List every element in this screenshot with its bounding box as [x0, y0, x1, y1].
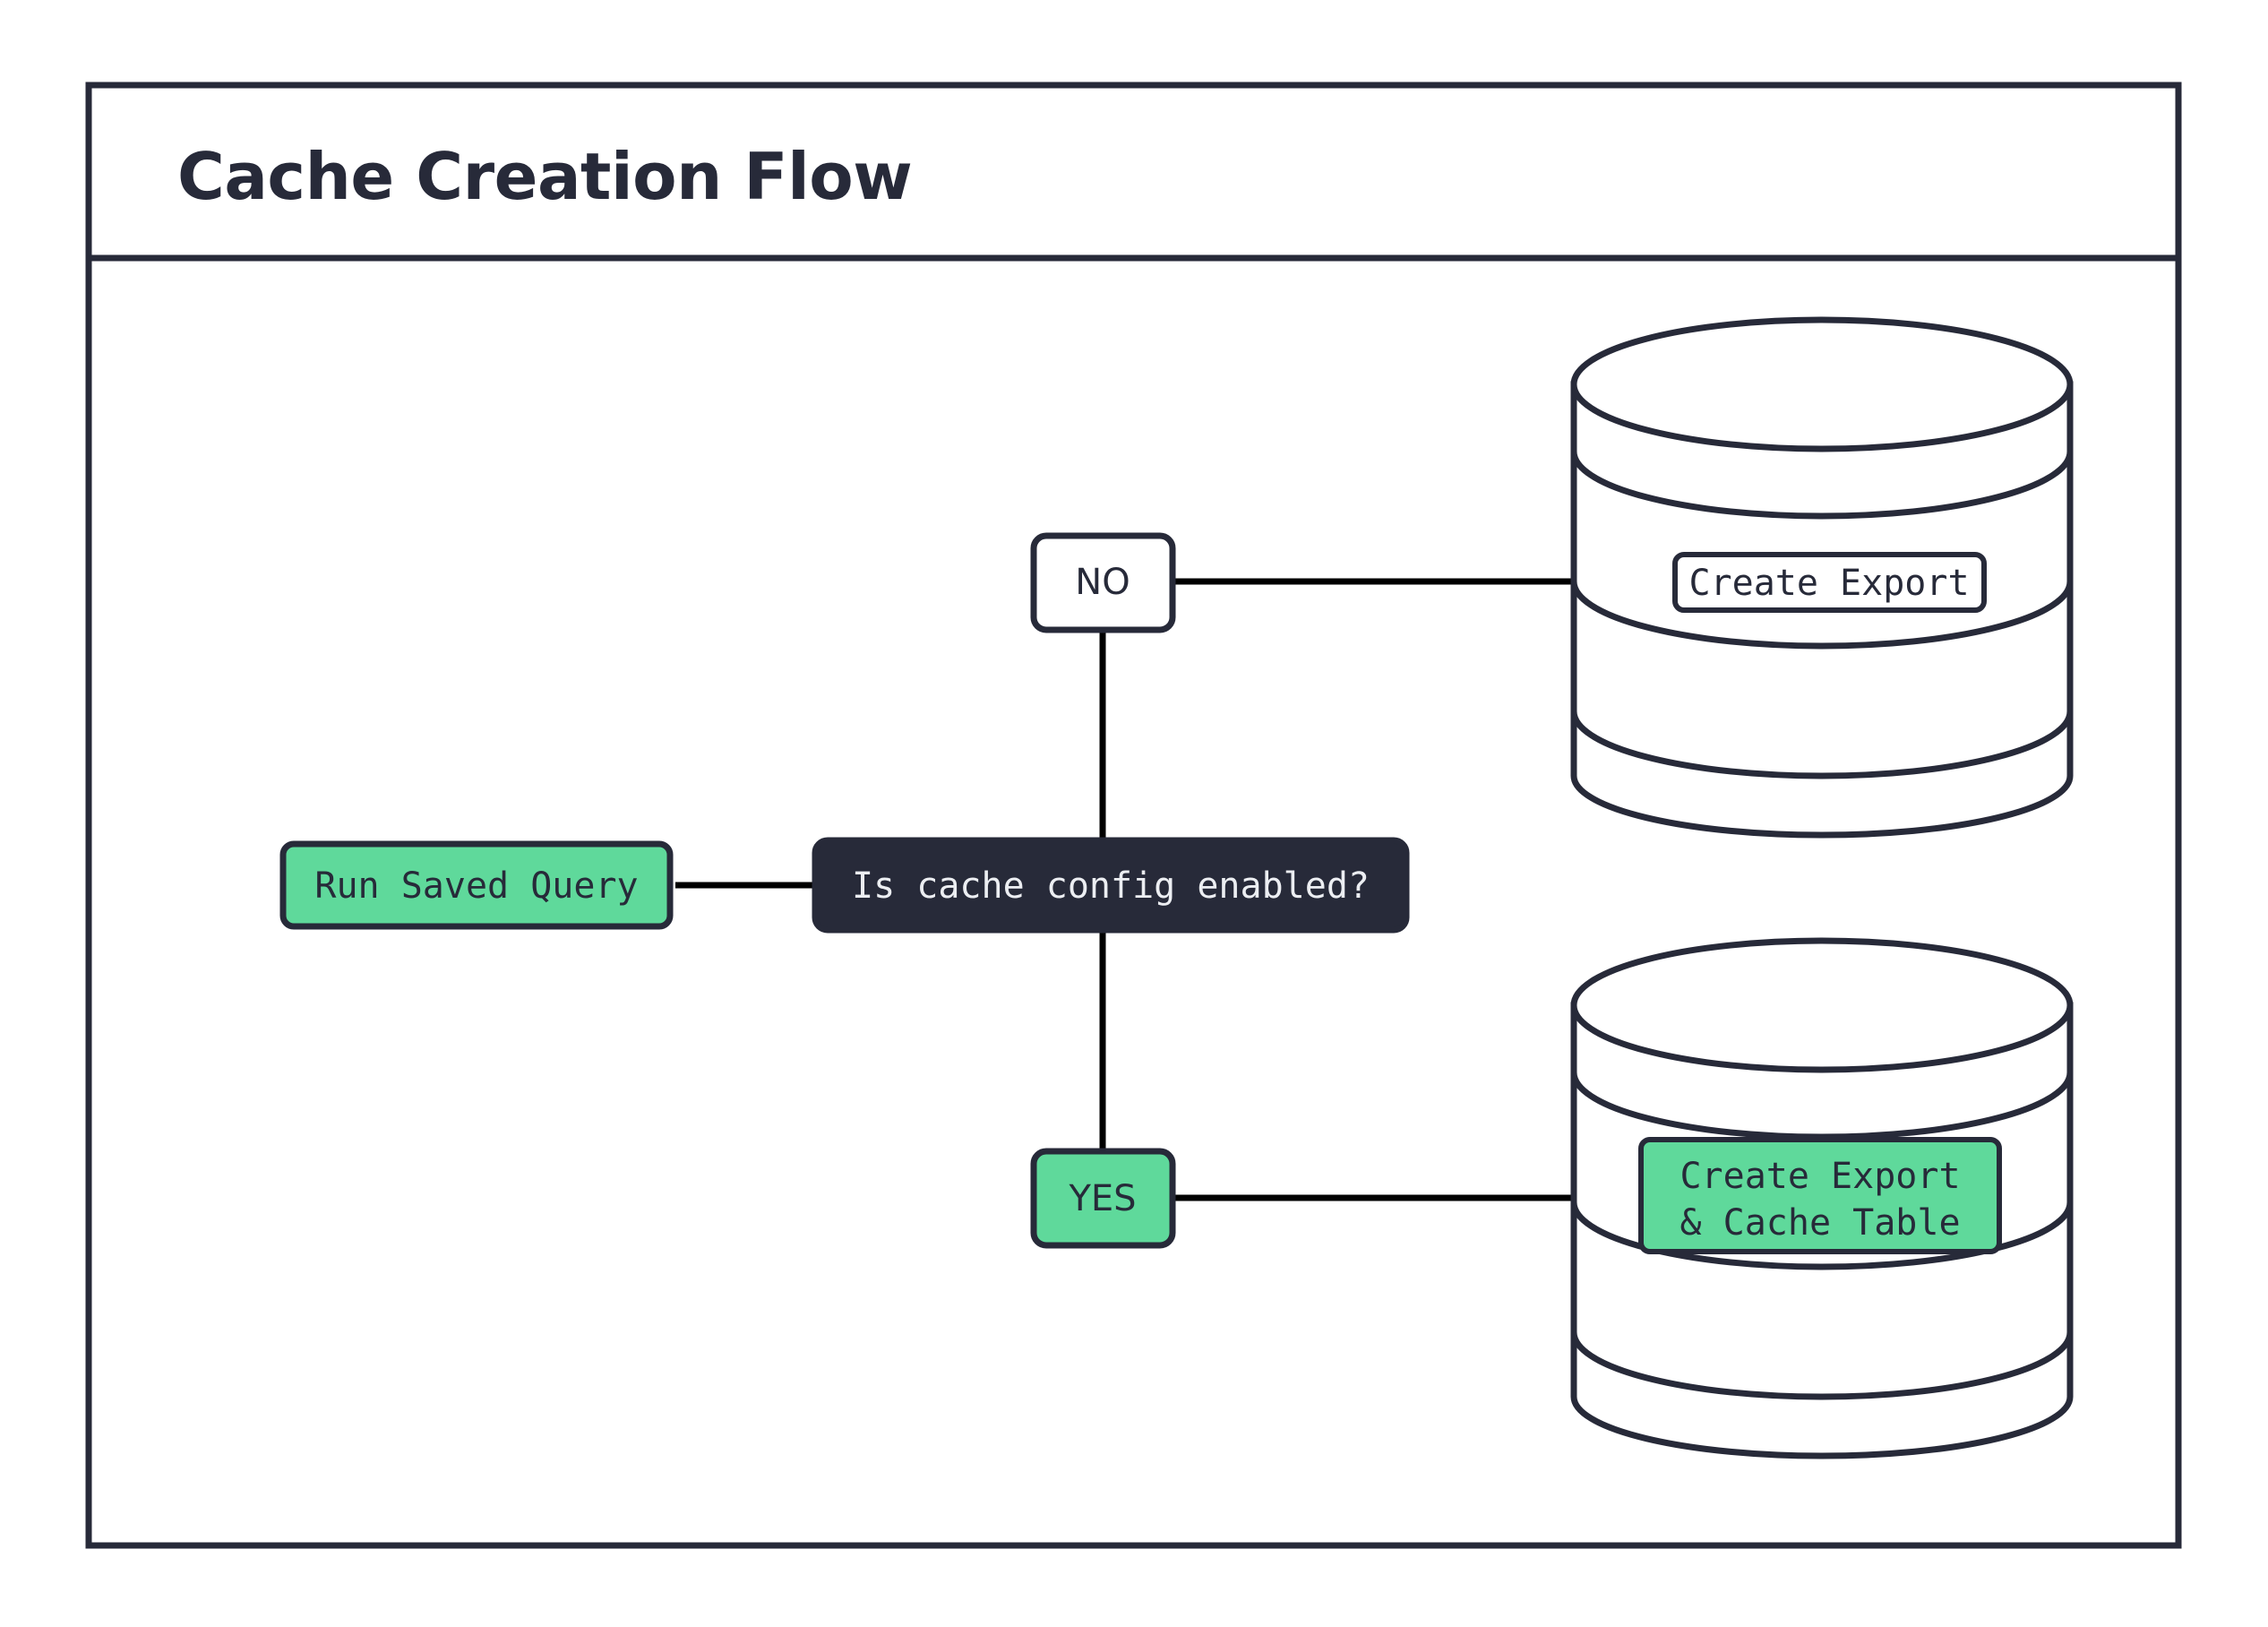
node-branch-no[interactable]: NO	[1030, 532, 1176, 633]
branch-no-box[interactable]	[1030, 532, 1176, 633]
cylinder-disk-arc-1	[1570, 1072, 2074, 1141]
cylinder-disk-arc-3	[1570, 1331, 2074, 1400]
node-run-saved-query[interactable]: Run Saved Query	[279, 840, 674, 930]
cylinder-disk-arc-2	[1570, 1201, 2074, 1270]
cylinder-disk-arc-1	[1570, 451, 2074, 520]
run-saved-query-box[interactable]	[279, 840, 674, 930]
cylinder-top-cap	[1570, 316, 2074, 452]
database-cache-label-line1: Create Export	[1680, 1156, 1960, 1197]
database-cache-label-plate	[1638, 1137, 2002, 1254]
database-export-cylinder: Create Export	[1570, 316, 2074, 839]
decision-box[interactable]	[812, 837, 1410, 934]
branch-yes-label: YES	[1068, 1178, 1136, 1219]
cylinder-top-cap	[1570, 937, 2074, 1073]
cylinder-disk-arc-3	[1570, 710, 2074, 779]
decision-label: Is cache config enabled?	[852, 865, 1370, 907]
branch-no-label: NO	[1075, 562, 1130, 603]
database-export-cache-cylinder: Create Export & Cache Table	[1570, 937, 2074, 1459]
page-title: Cache Creation Flow	[177, 139, 912, 214]
diagram-frame	[85, 82, 2182, 1549]
database-export-label-plate	[1672, 552, 1987, 613]
branch-yes-box[interactable]	[1030, 1148, 1176, 1249]
database-cache-label-line2: & Cache Table	[1680, 1202, 1960, 1244]
node-decision[interactable]: Is cache config enabled?	[812, 837, 1410, 934]
database-export-label: Create Export	[1688, 563, 1969, 604]
run-saved-query-label: Run Saved Query	[314, 865, 638, 907]
node-branch-yes[interactable]: YES	[1030, 1148, 1176, 1249]
cylinder-disk-arc-2	[1570, 581, 2074, 650]
